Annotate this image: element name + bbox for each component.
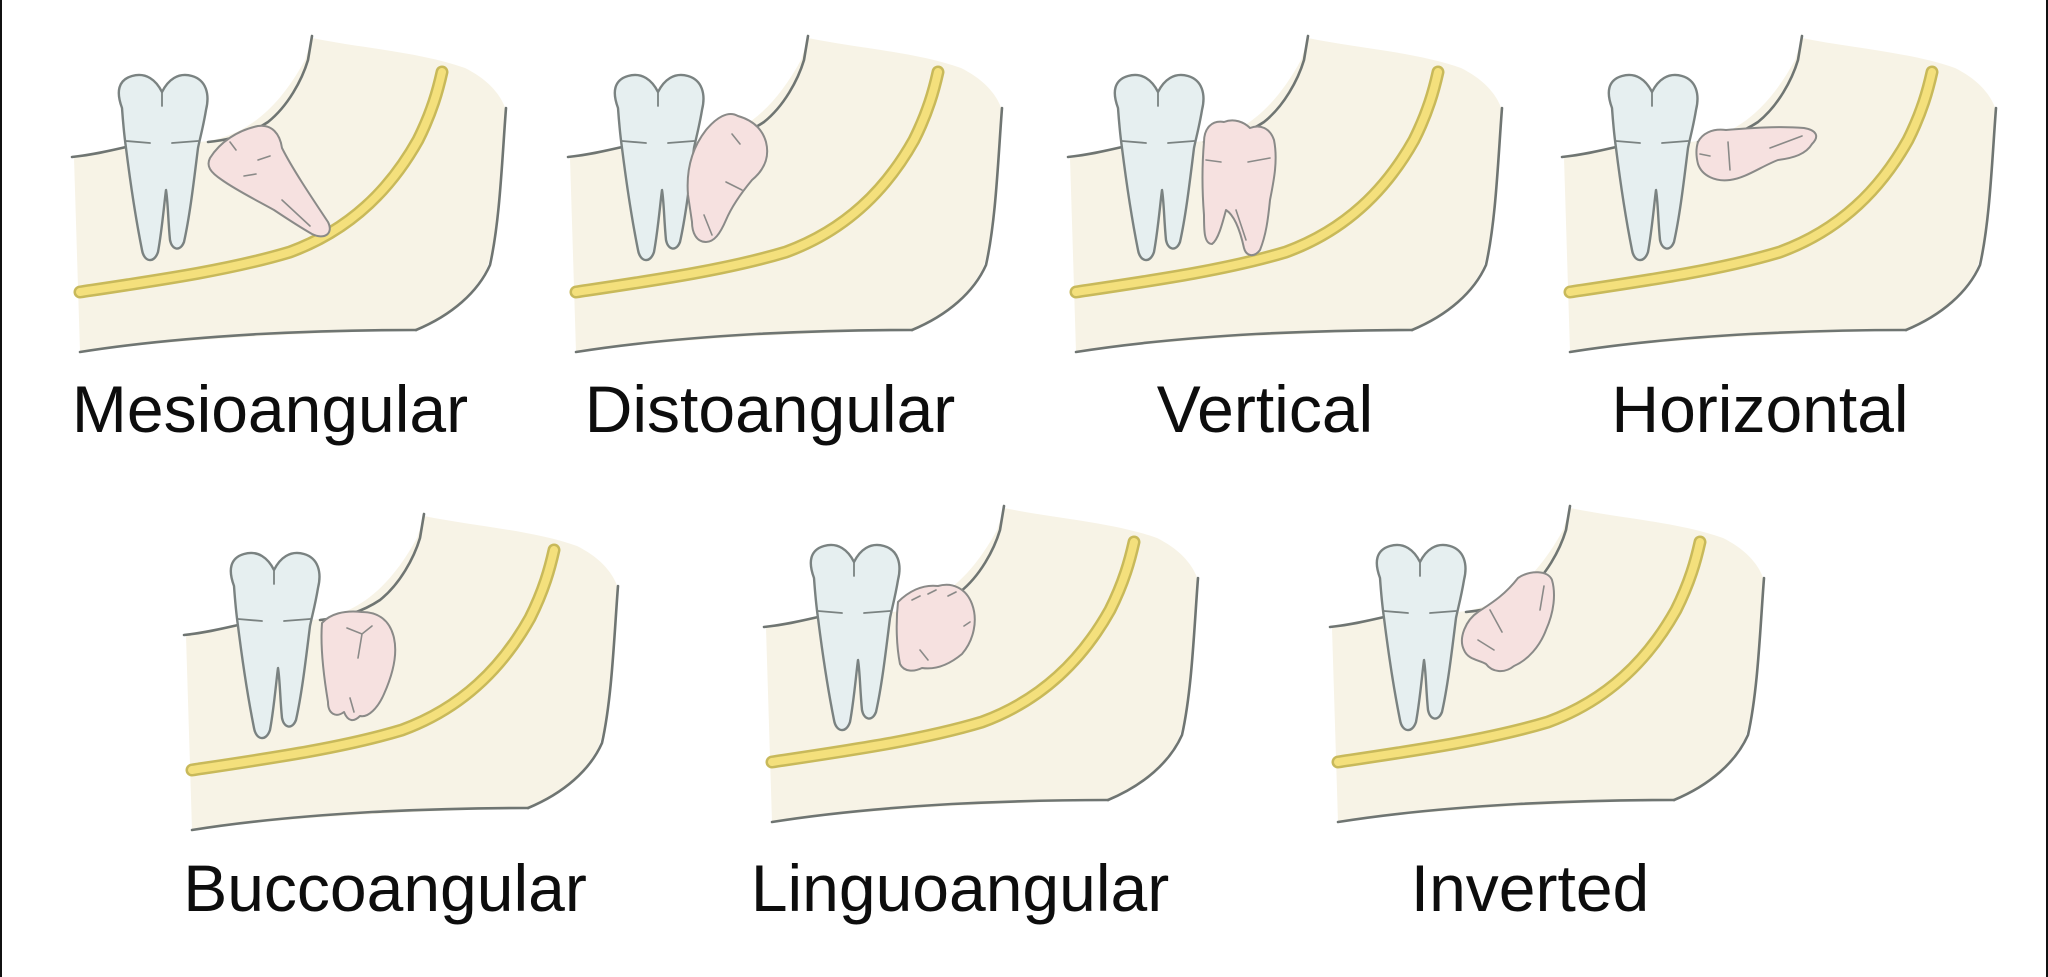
ramus-posterior-border	[910, 106, 1004, 332]
impacted-third-molar-vertical	[1201, 119, 1277, 256]
ramus-posterior-border	[526, 584, 620, 810]
second-molar	[613, 73, 705, 262]
jaw-illustration	[566, 34, 1004, 354]
inferior-alveolar-nerve	[572, 68, 942, 296]
panel-inverted	[1318, 500, 1778, 830]
ramus-posterior-border	[1904, 106, 1998, 332]
impacted-third-molar-buccoangular	[320, 610, 397, 722]
ramus-posterior-border	[1106, 576, 1200, 802]
inferior-alveolar-nerve	[768, 538, 1138, 766]
mandible-inferior-border	[190, 806, 530, 832]
inferior-alveolar-nerve	[188, 546, 558, 774]
jaw-illustration	[1328, 504, 1766, 824]
label-linguoangular: Linguoangular	[750, 851, 1170, 925]
second-molar	[1113, 73, 1205, 262]
jaw-illustration	[762, 504, 1200, 824]
label-vertical: Vertical	[1156, 372, 1374, 446]
jaw-illustration	[1560, 34, 1998, 354]
second-molar	[229, 551, 321, 740]
second-molar	[117, 73, 209, 262]
panel-mesioangular	[60, 30, 520, 360]
inferior-alveolar-nerve	[76, 68, 446, 296]
label-distoangular: Distoangular	[584, 372, 956, 446]
label-inverted: Inverted	[1410, 851, 1650, 925]
impacted-third-molar-distoangular	[686, 112, 769, 243]
panel-horizontal	[1550, 30, 2010, 360]
mandible-inferior-border	[1336, 798, 1676, 824]
impacted-third-molar-mesioangular	[207, 124, 331, 238]
ramus-posterior-border	[1672, 576, 1766, 802]
ramus-posterior-border	[1410, 106, 1504, 332]
left-frame-border	[0, 0, 2, 977]
second-molar	[1607, 73, 1699, 262]
inferior-alveolar-nerve	[1334, 538, 1704, 766]
panel-buccoangular	[172, 508, 632, 838]
label-buccoangular: Buccoangular	[183, 851, 587, 925]
impacted-third-molar-inverted	[1460, 571, 1555, 672]
impacted-third-molar-horizontal	[1695, 126, 1818, 182]
panel-vertical	[1056, 30, 1516, 360]
right-frame-border	[2046, 0, 2048, 977]
mandible-inferior-border	[770, 798, 1110, 824]
jaw-illustration	[70, 34, 508, 354]
mandible-inferior-border	[574, 328, 914, 354]
mandible-inferior-border	[1074, 328, 1414, 354]
second-molar	[809, 543, 901, 732]
inferior-alveolar-nerve	[1566, 68, 1936, 296]
panel-linguoangular	[752, 500, 1212, 830]
ramus-posterior-border	[414, 106, 508, 332]
inferior-alveolar-nerve	[1072, 68, 1442, 296]
jaw-illustration	[1066, 34, 1504, 354]
panel-distoangular	[556, 30, 1016, 360]
second-molar	[1375, 543, 1467, 732]
label-mesioangular: Mesioangular	[71, 372, 469, 446]
jaw-illustration	[182, 512, 620, 832]
label-horizontal: Horizontal	[1611, 372, 1909, 446]
impacted-third-molar-linguoangular	[895, 583, 976, 672]
mandible-inferior-border	[1568, 328, 1908, 354]
mandible-inferior-border	[78, 328, 418, 354]
